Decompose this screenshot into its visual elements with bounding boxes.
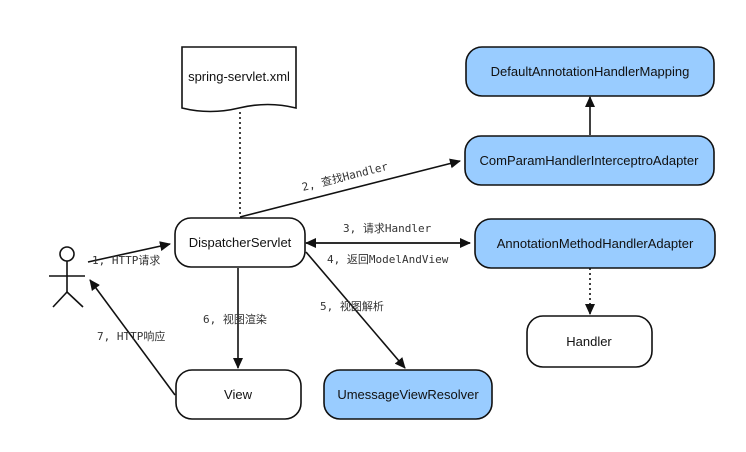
edge-http-request [87, 241, 171, 263]
config-file-label: spring-servlet.xml [188, 69, 290, 84]
method-adapter-node: AnnotationMethodHandlerAdapter [474, 218, 716, 269]
config-file-node: spring-servlet.xml [181, 46, 297, 113]
param-adapter-node: ComParamHandlerInterceptroAdapter [464, 135, 715, 186]
step1-label: 1, HTTP请求 [92, 254, 160, 267]
default-mapping-node: DefaultAnnotationHandlerMapping [465, 46, 715, 97]
step6-label: 6, 视图渲染 [203, 312, 267, 326]
default-mapping-label: DefaultAnnotationHandlerMapping [491, 64, 690, 79]
handler-node: Handler [526, 315, 653, 368]
step7-label: 7, HTTP响应 [97, 329, 165, 343]
step2-label: 2, 查找Handler [300, 159, 389, 194]
user-actor-icon [49, 246, 85, 308]
view-resolver-node: UmessageViewResolver [323, 369, 493, 420]
edge-find-handler [239, 158, 461, 218]
edge-view-resolve [305, 251, 406, 369]
edge-http-response [89, 279, 176, 396]
step4-label: 4, 返回ModelAndView [327, 253, 449, 266]
view-node: View [175, 369, 302, 420]
method-adapter-label: AnnotationMethodHandlerAdapter [497, 236, 694, 251]
dispatcher-servlet-node: DispatcherServlet [174, 217, 306, 268]
view-label: View [224, 387, 253, 402]
step3-label: 3, 请求Handler [343, 222, 432, 235]
step5-label: 5, 视图解析 [320, 299, 384, 313]
dispatcher-servlet-label: DispatcherServlet [189, 235, 292, 250]
view-resolver-label: UmessageViewResolver [337, 387, 479, 402]
handler-label: Handler [566, 334, 612, 349]
param-adapter-label: ComParamHandlerInterceptroAdapter [480, 153, 700, 168]
